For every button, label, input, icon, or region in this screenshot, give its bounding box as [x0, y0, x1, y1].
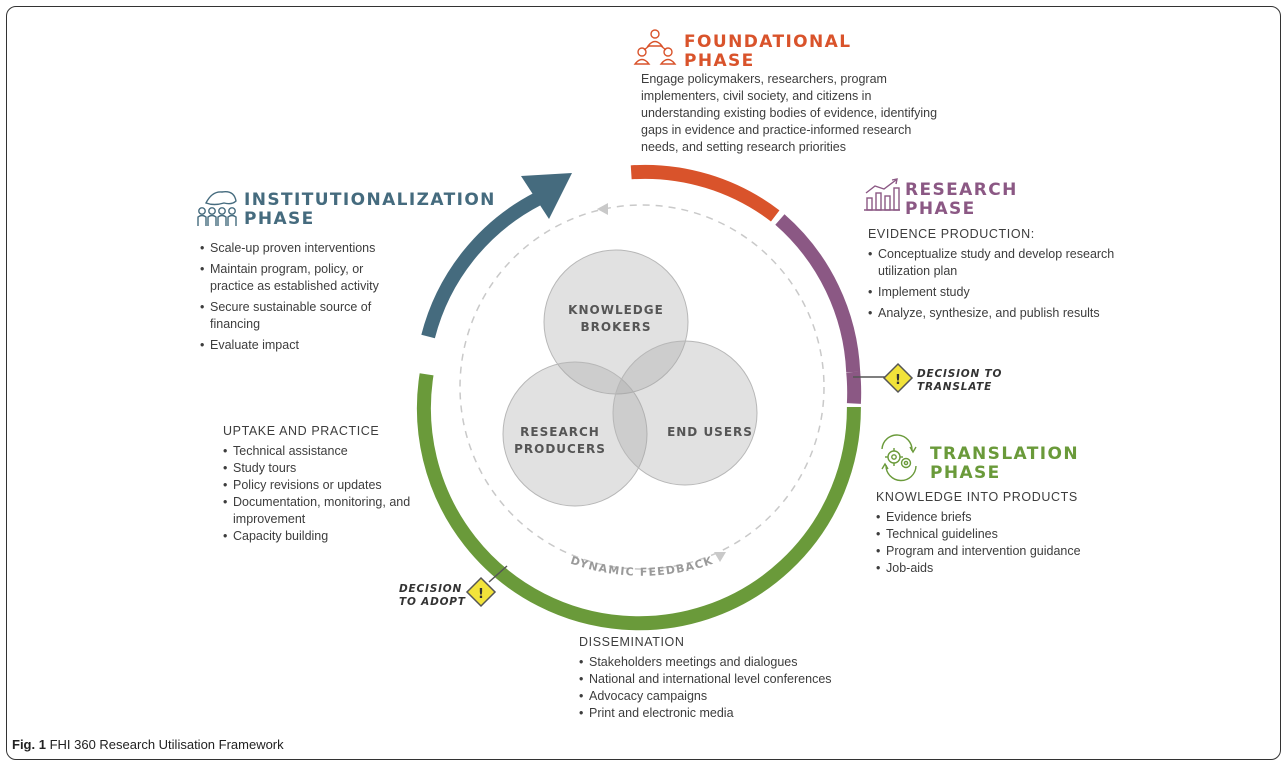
venn-producers-line2: PRODUCERS — [514, 442, 606, 456]
list-item: Implement study — [868, 284, 1128, 301]
dissemination-details: DISSEMINATION Stakeholders meetings and … — [579, 634, 879, 722]
venn-label-research-producers: RESEARCH PRODUCERS — [500, 424, 620, 458]
foundational-phase-title: FOUNDATIONAL PHASE — [684, 33, 851, 71]
list-item: Technical guidelines — [876, 526, 1116, 543]
venn-label-end-users: END USERS — [667, 425, 753, 439]
figure-caption-label: Fig. 1 — [12, 737, 46, 752]
feedback-arrowhead — [714, 552, 726, 562]
institutionalization-details: Scale-up proven interventions Maintain p… — [200, 240, 400, 354]
decision-adopt-label: DECISION TO ADOPT — [399, 583, 466, 609]
feedback-arrowhead — [597, 203, 608, 215]
venn-circle-research-producers — [502, 361, 648, 507]
translation-title-line2: PHASE — [930, 463, 1001, 483]
figure-frame — [6, 6, 1281, 760]
uptake-list: Technical assistance Study tours Policy … — [223, 443, 413, 545]
translation-section-heading: KNOWLEDGE INTO PRODUCTS — [876, 490, 1078, 504]
decision-adopt-connector — [488, 565, 508, 583]
list-item: Program and intervention guidance — [876, 543, 1116, 560]
list-item: Secure sustainable source of financing — [200, 299, 400, 333]
list-item: Study tours — [223, 460, 413, 477]
foundational-title-line1: FOUNDATIONAL — [684, 32, 852, 52]
decision-translate-label: DECISION TO TRANSLATE — [917, 368, 1002, 394]
venn-circle-end-users — [612, 340, 758, 486]
people-network-icon — [633, 29, 677, 65]
decision-adopt-line2: TO ADOPT — [399, 596, 466, 608]
decision-translate-line1: DECISION TO — [917, 368, 1003, 380]
feedback-label: DYNAMIC FEEDBACK — [569, 554, 715, 579]
venn-knowledge-line2: BROKERS — [580, 320, 652, 334]
decision-adopt-warning-icon: ! — [465, 576, 497, 608]
list-item: Capacity building — [223, 528, 413, 545]
uptake-section-heading: UPTAKE AND PRACTICE — [223, 424, 380, 438]
list-item: Scale-up proven interventions — [200, 240, 400, 257]
research-title-line1: RESEARCH — [905, 180, 1018, 200]
venn-label-knowledge-brokers: KNOWLEDGE BROKERS — [566, 302, 666, 336]
foundational-title-line2: PHASE — [684, 51, 755, 71]
population-map-icon — [197, 191, 237, 226]
institutionalization-phase-title: INSTITUTIONALIZATION PHASE — [244, 191, 496, 229]
list-item: Stakeholders meetings and dialogues — [579, 654, 879, 671]
list-item: Advocacy campaigns — [579, 688, 879, 705]
bar-chart-icon — [864, 178, 900, 211]
research-section-heading: EVIDENCE PRODUCTION: — [868, 227, 1035, 241]
decision-adopt-line1: DECISION — [399, 583, 463, 595]
figure-caption: Fig. 1 FHI 360 Research Utilisation Fram… — [12, 737, 284, 752]
figure-caption-text: FHI 360 Research Utilisation Framework — [45, 737, 284, 752]
decision-translate-line2: TRANSLATE — [917, 381, 993, 393]
institutionalization-arc — [421, 192, 542, 339]
institutionalization-list: Scale-up proven interventions Maintain p… — [200, 240, 400, 354]
list-item: Job-aids — [876, 560, 1116, 577]
research-details: EVIDENCE PRODUCTION: Conceptualize study… — [868, 226, 1128, 322]
list-item: Evidence briefs — [876, 509, 1116, 526]
foundational-arc — [630, 164, 780, 222]
decision-translate-warning-icon: ! — [882, 362, 914, 394]
institutionalization-title-line1: INSTITUTIONALIZATION — [244, 190, 496, 210]
translation-title-line1: TRANSLATION — [930, 444, 1079, 464]
list-item: Documentation, monitoring, and improveme… — [223, 494, 413, 528]
svg-text:!: ! — [478, 587, 484, 602]
feedback-loop-circle — [459, 204, 825, 570]
svg-text:!: ! — [895, 373, 901, 388]
uptake-details: UPTAKE AND PRACTICE Technical assistance… — [223, 423, 413, 545]
translation-list: Evidence briefs Technical guidelines Pro… — [876, 509, 1116, 577]
dissemination-list: Stakeholders meetings and dialogues Nati… — [579, 654, 879, 722]
research-phase-title: RESEARCH PHASE — [905, 181, 1018, 219]
list-item: Evaluate impact — [200, 337, 400, 354]
list-item: Maintain program, policy, or practice as… — [200, 261, 400, 295]
institutionalization-title-line2: PHASE — [244, 209, 315, 229]
venn-knowledge-line1: KNOWLEDGE — [568, 303, 664, 317]
research-arc — [846, 371, 862, 404]
translation-details: KNOWLEDGE INTO PRODUCTS Evidence briefs … — [876, 489, 1116, 577]
venn-circle-knowledge-brokers — [543, 249, 689, 395]
translation-phase-title: TRANSLATION PHASE — [930, 445, 1079, 483]
list-item: National and international level confere… — [579, 671, 879, 688]
research-arc — [775, 214, 861, 373]
list-item: Print and electronic media — [579, 705, 879, 722]
foundational-description: Engage policymakers, researchers, progra… — [641, 72, 938, 154]
list-item: Technical assistance — [223, 443, 413, 460]
venn-producers-line1: RESEARCH — [520, 425, 600, 439]
institutionalization-arrowhead — [521, 173, 572, 219]
list-item: Conceptualize study and develop research… — [868, 246, 1128, 280]
list-item: Analyze, synthesize, and publish results — [868, 305, 1128, 322]
research-list: Conceptualize study and develop research… — [868, 246, 1128, 322]
research-title-line2: PHASE — [905, 199, 976, 219]
gears-cycle-icon — [881, 434, 917, 482]
list-item: Policy revisions or updates — [223, 477, 413, 494]
translation-arc — [416, 373, 861, 631]
dissemination-section-heading: DISSEMINATION — [579, 635, 685, 649]
